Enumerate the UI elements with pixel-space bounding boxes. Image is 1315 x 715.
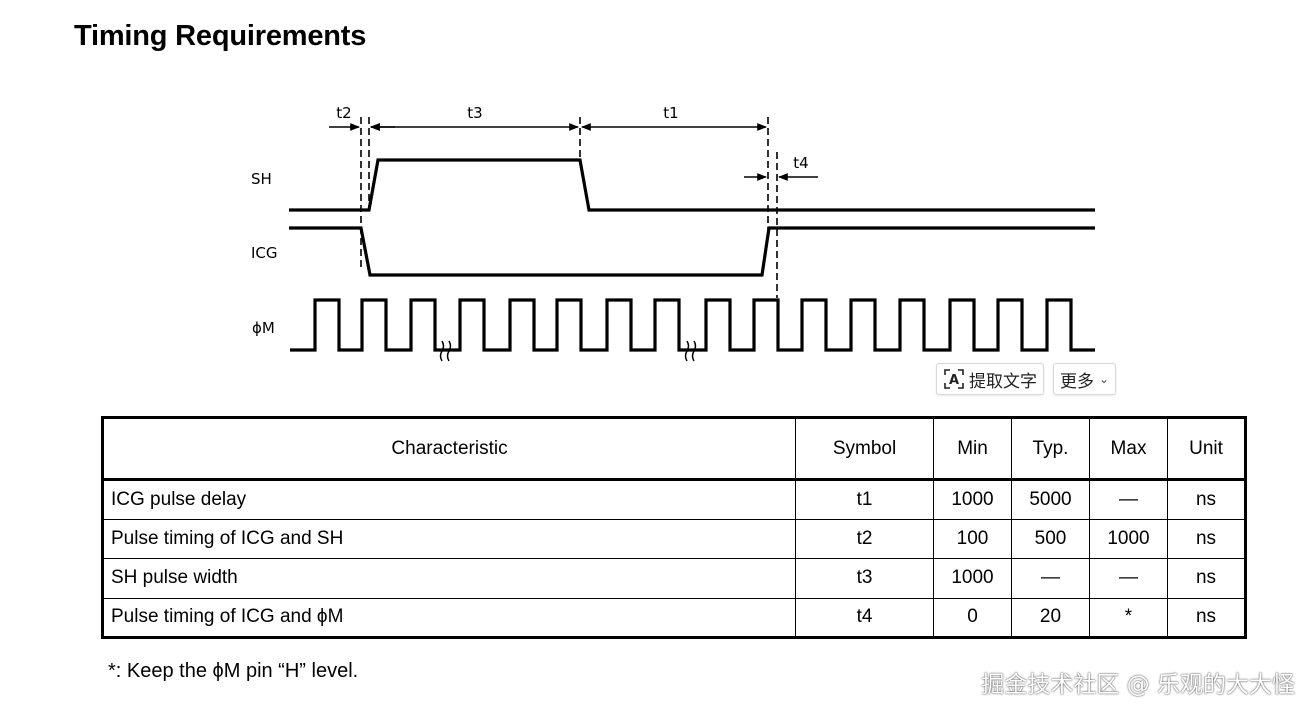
table-row: Pulse timing of ICG and SH t2 100 500 10… (102, 518, 1246, 559)
extract-text-label: 提取文字 (969, 371, 1037, 392)
break-mark-2a (684, 340, 690, 362)
break-mark-2b (691, 340, 697, 362)
cell-characteristic: Pulse timing of ICG and ϕM (102, 597, 796, 638)
header-max: Max (1089, 417, 1168, 480)
header-min: Min (933, 417, 1012, 480)
break-mark-1b (446, 340, 452, 362)
header-typ: Typ. (1011, 417, 1090, 480)
table-row: Pulse timing of ICG and ϕM t4 0 20 * ns (102, 597, 1246, 638)
cell-max: — (1089, 479, 1168, 520)
cell-characteristic: SH pulse width (102, 558, 796, 599)
sh-waveform (289, 158, 1095, 212)
chevron-down-icon: ⌄ (1099, 372, 1110, 386)
cell-typ: 20 (1011, 597, 1090, 638)
cell-typ: 500 (1011, 518, 1090, 559)
cell-characteristic: ICG pulse delay (102, 479, 796, 520)
footnote: *: Keep the ϕM pin “H” level. (108, 660, 359, 682)
header-unit: Unit (1167, 417, 1246, 480)
cell-symbol: t4 (795, 597, 934, 638)
cell-max: — (1089, 558, 1168, 599)
cell-symbol: t1 (795, 479, 934, 520)
header-characteristic: Characteristic (102, 417, 796, 480)
cell-min: 1000 (933, 479, 1012, 520)
cell-max: * (1089, 597, 1168, 638)
break-mark-1a (439, 340, 445, 362)
page-title: Timing Requirements (74, 20, 367, 52)
more-label: 更多 (1060, 371, 1094, 392)
cell-characteristic: Pulse timing of ICG and SH (102, 518, 796, 559)
t2-label: t2 (336, 104, 351, 122)
ocr-toolbar: A 提取文字 更多 ⌄ (936, 363, 1117, 395)
phim-signal-label: ϕM (252, 319, 275, 337)
cell-symbol: t2 (795, 518, 934, 559)
table-header-row: Characteristic Symbol Min Typ. Max Unit (102, 417, 1246, 480)
icg-waveform (289, 226, 1095, 277)
cell-unit: ns (1167, 479, 1246, 520)
cell-unit: ns (1167, 558, 1246, 599)
cell-symbol: t3 (795, 558, 934, 599)
cell-typ: — (1011, 558, 1090, 599)
timing-spec-table: Characteristic Symbol Min Typ. Max Unit … (101, 416, 1247, 639)
t4-label: t4 (793, 154, 808, 172)
break-marks (439, 340, 697, 362)
table-row: SH pulse width t3 1000 — — ns (102, 558, 1246, 599)
cell-max: 1000 (1089, 518, 1168, 559)
cell-min: 100 (933, 518, 1012, 559)
cell-min: 1000 (933, 558, 1012, 599)
timing-diagram: t2 t3 t1 t4 SH ICG ϕM (251, 104, 1095, 362)
watermark: 掘金技术社区 @ 乐观的大大怪 (981, 672, 1295, 698)
cell-unit: ns (1167, 518, 1246, 559)
extract-text-button[interactable]: A 提取文字 (936, 363, 1044, 395)
icg-signal-label: ICG (251, 244, 278, 262)
t3-label: t3 (467, 104, 482, 122)
reference-lines (360, 117, 778, 298)
more-button[interactable]: 更多 ⌄ (1053, 363, 1117, 395)
cell-unit: ns (1167, 597, 1246, 638)
sh-signal-label: SH (251, 170, 272, 188)
dimension-arrows (329, 123, 818, 181)
svg-text:A: A (949, 373, 959, 388)
header-symbol: Symbol (795, 417, 934, 480)
text-scan-icon: A (943, 368, 965, 390)
table-row: ICG pulse delay t1 1000 5000 — ns (102, 479, 1246, 520)
cell-typ: 5000 (1011, 479, 1090, 520)
phim-waveform (290, 298, 1095, 352)
t1-label: t1 (663, 104, 678, 122)
cell-min: 0 (933, 597, 1012, 638)
